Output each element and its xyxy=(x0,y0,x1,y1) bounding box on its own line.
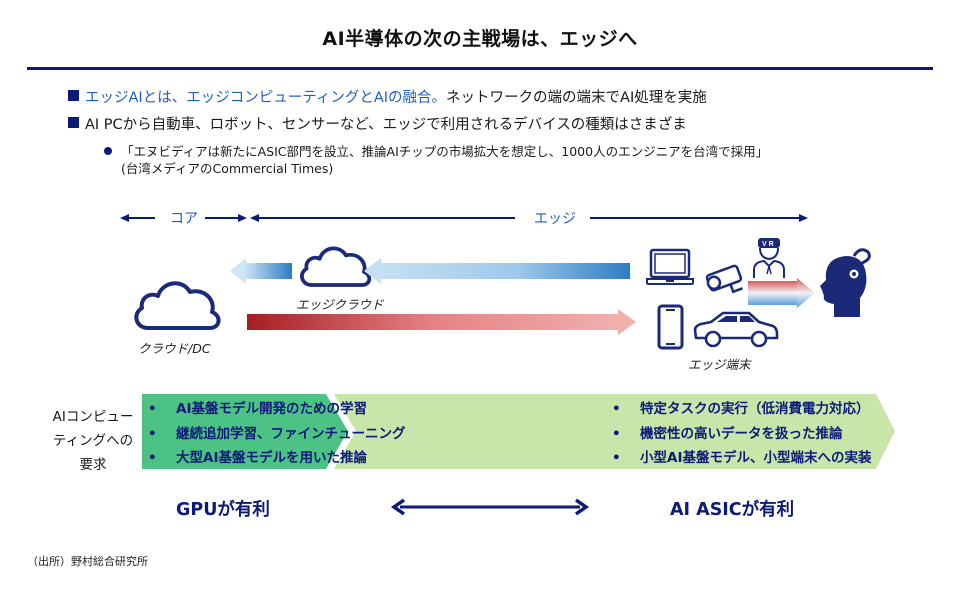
blue-flow-arrow-long xyxy=(364,258,630,284)
bullet-icon: • xyxy=(612,450,621,466)
requirements-label-line: 要求 xyxy=(79,457,107,473)
cloud-dc-label: クラウド/DC xyxy=(138,341,211,356)
bullet-text: ネットワークの端の端末でAI処理を実施 xyxy=(446,90,707,106)
list-item: • 大型AI基盤モデルを用いた推論 xyxy=(148,446,406,471)
human-head-question-icon xyxy=(820,248,871,317)
bullet-icon: • xyxy=(148,401,157,417)
dot-bullet-icon xyxy=(104,147,112,155)
cloud-icon xyxy=(300,246,372,287)
square-bullet-icon xyxy=(68,90,79,101)
bullet-highlight: エッジAIとは、エッジコンピューティングとAIの融合。 xyxy=(85,90,447,106)
list-item-text: 小型AI基盤モデル、小型端末への実装 xyxy=(640,450,872,466)
list-item-text: 継続追加学習、ファインチューニング xyxy=(176,425,406,442)
bullet-icon: • xyxy=(612,401,621,417)
list-item: • AI基盤モデル開発のための学習 xyxy=(148,397,406,422)
gpu-requirement-band xyxy=(142,394,356,469)
list-item-text: 特定タスクの実行（低消費電力対応） xyxy=(640,401,870,417)
list-item: • 小型AI基盤モデル、小型端末への実装 xyxy=(612,446,871,471)
bullet-icon: • xyxy=(612,425,621,442)
laptop-icon xyxy=(646,248,694,285)
list-item-text: 大型AI基盤モデルを用いた推論 xyxy=(176,450,367,466)
requirements-label-line: AIコンピュー xyxy=(52,409,134,425)
edge-label: エッジ xyxy=(528,208,582,228)
blue-flow-arrow-short xyxy=(230,258,292,284)
red-flow-arrow xyxy=(247,309,636,335)
cloud-icon xyxy=(134,281,221,330)
requirements-label: AIコンピュー ティングへの 要求 xyxy=(48,405,138,477)
page-title: AI半導体の次の主戦場は、エッジへ xyxy=(322,28,638,50)
tradeoff-double-arrow xyxy=(390,498,590,516)
bullet-icon: • xyxy=(148,450,157,466)
quote-source: (台湾メディアのCommercial Times) xyxy=(121,161,334,176)
asic-requirements-list: • 特定タスクの実行（低消費電力対応） • 機密性の高いデータを扱った推論 • 小型A… xyxy=(612,397,871,471)
square-bullet-icon xyxy=(68,117,79,128)
bullet-icon: • xyxy=(148,425,157,442)
core-label: コア xyxy=(164,208,204,228)
security-camera-icon xyxy=(705,264,744,294)
list-item: • 継続追加学習、ファインチューニング xyxy=(148,422,406,447)
list-item-text: AI基盤モデル開発のための学習 xyxy=(176,401,367,417)
svg-text:V R: V R xyxy=(762,241,774,248)
title-divider xyxy=(27,67,933,70)
car-icon xyxy=(693,311,779,348)
gpu-advantage-label: GPUが有利 xyxy=(176,500,270,520)
sub-bullet-quote: 「エヌビディアは新たにASIC部門を設立、推論AIチップの市場拡大を想定し、10… xyxy=(104,143,768,177)
list-item: • 特定タスクの実行（低消費電力対応） xyxy=(612,397,871,422)
list-item-text: 機密性の高いデータを扱った推論 xyxy=(640,425,843,442)
edge-devices-label: エッジ端末 xyxy=(688,357,751,372)
quote-line: 「エヌビディアは新たにASIC部門を設立、推論AIチップの市場拡大を想定し、10… xyxy=(121,144,769,159)
bullet-edge-ai: エッジAIとは、エッジコンピューティングとAIの融合。ネットワークの端の端末でA… xyxy=(68,86,707,107)
gpu-requirements-list: • AI基盤モデル開発のための学習 • 継続追加学習、ファインチューニング • 大型A… xyxy=(148,397,406,471)
edge-span-arrow xyxy=(250,214,808,222)
asic-advantage-label: AI ASICが有利 xyxy=(670,500,795,520)
core-span-arrow xyxy=(120,214,247,222)
asic-requirement-band xyxy=(300,394,895,469)
mixed-flow-arrow xyxy=(748,278,815,308)
requirements-label-line: ティングへの xyxy=(52,433,134,449)
source-note: （出所）野村総合研究所 xyxy=(27,555,148,568)
bullet-devices: AI PCから自動車、ロボット、センサーなど、エッジで利用されるデバイスの種類は… xyxy=(68,113,687,134)
edge-cloud-label: エッジクラウド xyxy=(296,297,384,312)
vr-user-icon: V R xyxy=(753,238,785,278)
list-item: • 機密性の高いデータを扱った推論 xyxy=(612,422,871,447)
smartphone-icon xyxy=(657,304,684,350)
bullet-text: AI PCから自動車、ロボット、センサーなど、エッジで利用されるデバイスの種類は… xyxy=(85,117,687,133)
